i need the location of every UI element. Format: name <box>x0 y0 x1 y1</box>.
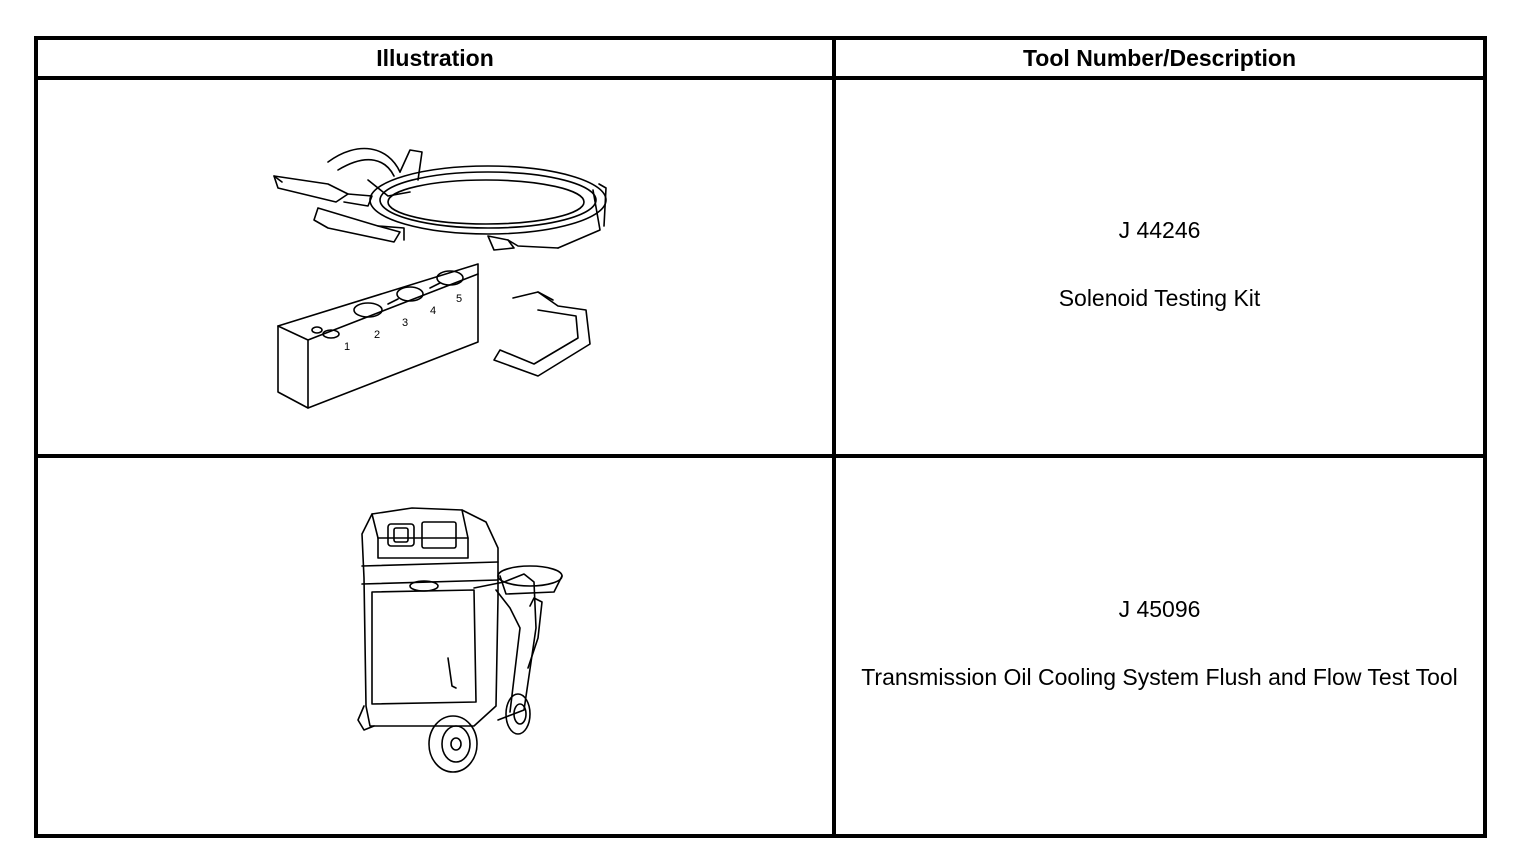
tool-description: Transmission Oil Cooling System Flush an… <box>861 664 1458 690</box>
solenoid-testing-kit-illustration: 1 2 3 4 5 <box>273 147 607 409</box>
tool-description-cell: J 45096 Transmission Oil Cooling System … <box>832 454 1487 838</box>
slot-number-label: 3 <box>402 317 408 329</box>
tool-number: J 45096 <box>1118 596 1201 622</box>
illustration-cell: 1 2 3 4 5 <box>34 76 836 458</box>
slot-number-label: 5 <box>456 293 462 305</box>
header-row: Illustration Tool Number/Description <box>34 36 1487 80</box>
slot-number-label: 2 <box>374 329 380 341</box>
bracket-illustration <box>493 291 591 377</box>
illustration-header: Illustration <box>34 36 836 80</box>
tool-description: Solenoid Testing Kit <box>1058 285 1261 311</box>
illustration-cell <box>34 454 836 838</box>
tool-description-cell: J 44246 Solenoid Testing Kit <box>832 76 1487 458</box>
tool-number-description-header: Tool Number/Description <box>832 36 1487 80</box>
table-row: 1 2 3 4 5 J 44246 Solenoid Testing Kit <box>34 76 1487 458</box>
test-leads-illustration <box>273 147 607 251</box>
tool-table: Illustration Tool Number/Description <box>34 36 1487 838</box>
table-row: J 45096 Transmission Oil Cooling System … <box>34 454 1487 838</box>
tool-number: J 44246 <box>1118 217 1201 243</box>
slot-number-label: 4 <box>430 305 436 317</box>
flush-and-flow-test-cart-illustration <box>357 507 563 773</box>
terminal-block-illustration: 1 2 3 4 5 <box>277 263 479 409</box>
slot-number-label: 1 <box>344 341 350 353</box>
